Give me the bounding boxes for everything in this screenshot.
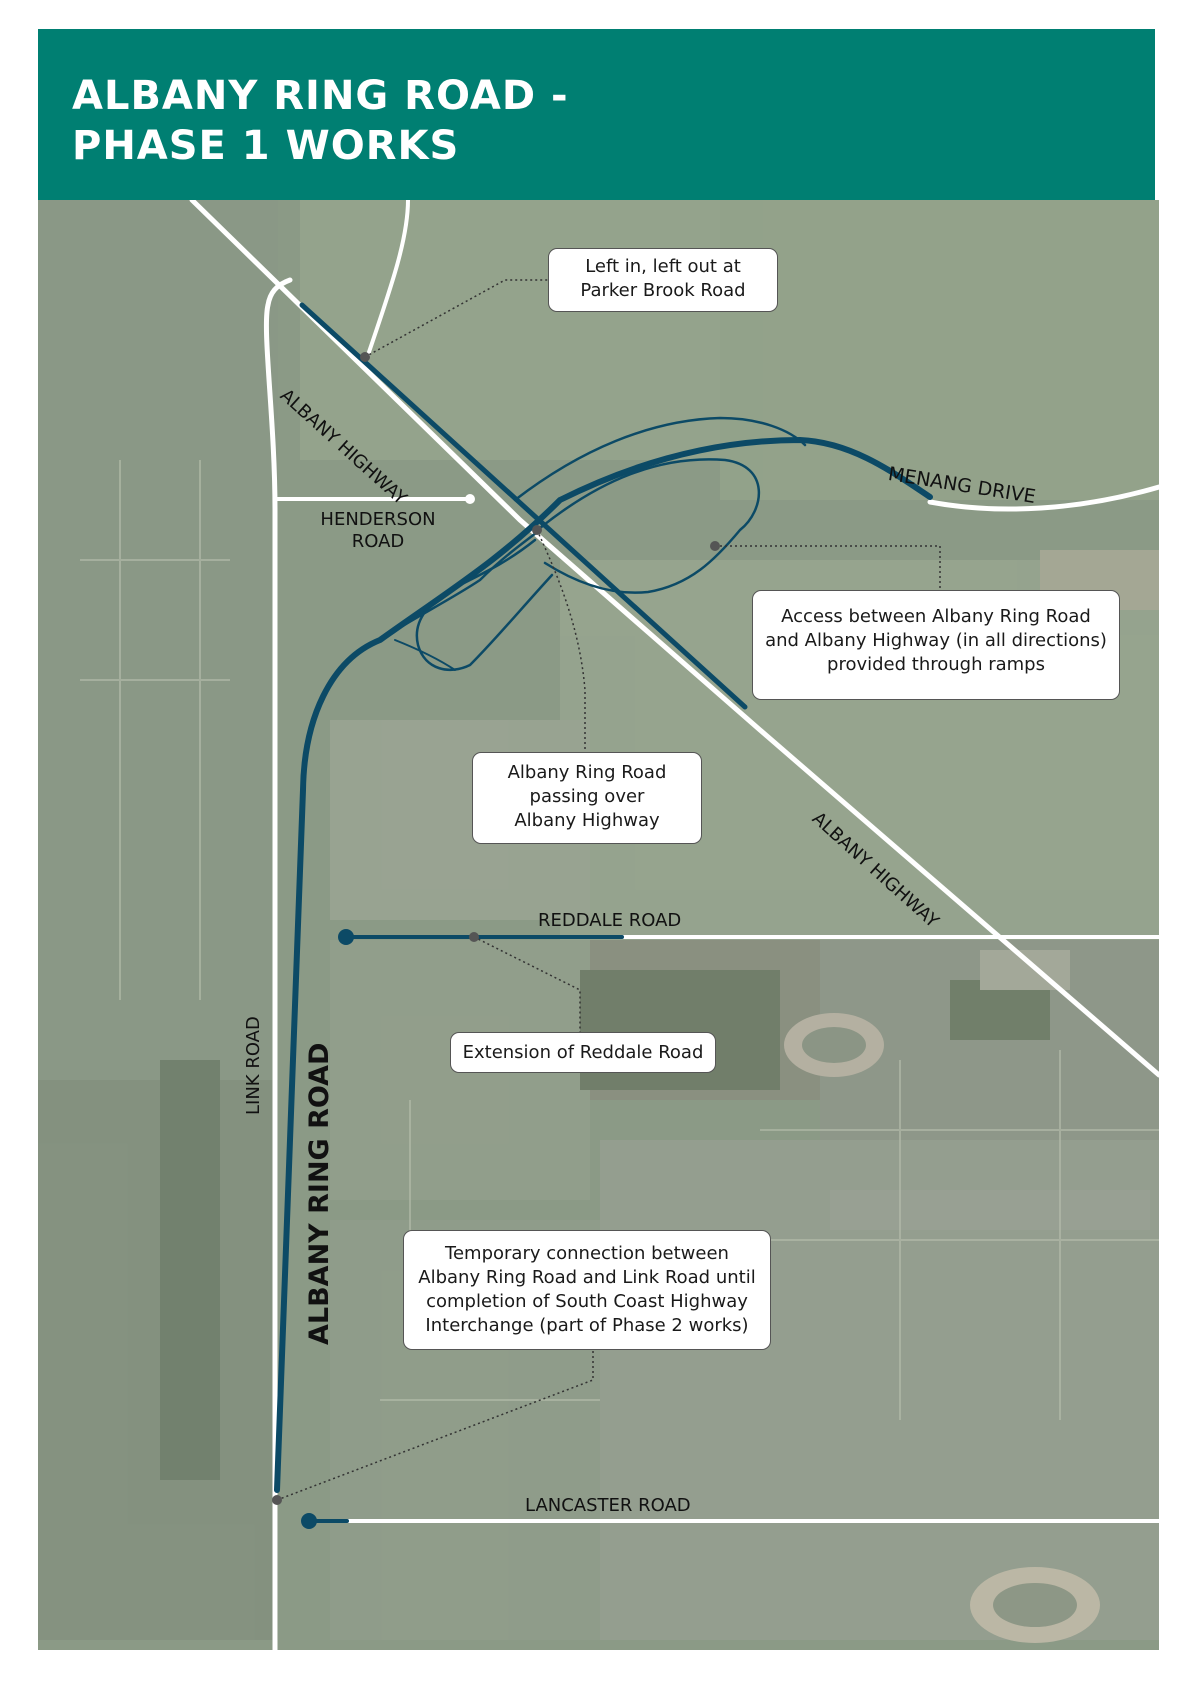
menang-drive-road <box>927 484 1159 512</box>
callout-anchors <box>272 352 720 1505</box>
albany-ring-road-label: ALBANY RING ROAD <box>304 1042 335 1345</box>
callout-parker-brook-line2: Parker Brook Road <box>580 280 746 301</box>
reddale-road-label: REDDALE ROAD <box>538 910 682 931</box>
farm-tracks <box>80 460 1159 1420</box>
link-road <box>263 277 293 1650</box>
callout-overpass-line2: passing over <box>529 786 645 807</box>
callout-leaders <box>276 279 941 1501</box>
title-line-2: PHASE 1 WORKS <box>72 123 460 169</box>
henderson-road-label-line2: ROAD <box>351 531 405 552</box>
ramp-connector-sw <box>394 639 456 671</box>
albany-ring-road-line <box>274 436 933 1493</box>
albany-highway-road <box>189 200 1159 1078</box>
callout-overpass-line1: Albany Ring Road <box>507 762 667 783</box>
ramp-connector-west <box>378 528 542 642</box>
callout-temporary-connection-line2: Albany Ring Road and Link Road until <box>418 1267 756 1288</box>
callout-reddale-extension-line1: Extension of Reddale Road <box>462 1042 704 1063</box>
reddale-road-endpoint <box>338 929 354 945</box>
callout-temporary-connection-line1: Temporary connection between <box>445 1243 729 1264</box>
albany-highway-upgrade <box>299 302 748 710</box>
callout-overpass: Albany Ring Road passing over Albany Hig… <box>472 752 702 844</box>
terrain-patches <box>38 200 1159 1643</box>
callout-parker-brook: Left in, left out at Parker Brook Road <box>548 248 778 312</box>
callout-overpass-line3: Albany Highway <box>514 810 660 831</box>
callout-temporary-connection-line3: completion of South Coast Highway <box>426 1291 748 1312</box>
henderson-road-label-line1: HENDERSON <box>320 509 436 530</box>
lancaster-road-label: LANCASTER ROAD <box>525 1495 691 1516</box>
ramp-loop-east <box>538 458 760 594</box>
ramp-loop-west <box>415 538 554 672</box>
henderson-road-end <box>465 494 475 504</box>
existing-roads <box>189 200 1159 1650</box>
title-line-1: ALBANY RING ROAD - <box>72 73 569 119</box>
page-title: ALBANY RING ROAD - PHASE 1 WORKS <box>72 71 569 171</box>
map-canvas <box>38 200 1159 1650</box>
ramp-connector-north <box>513 416 807 502</box>
callout-temporary-connection-line4: Interchange (part of Phase 2 works) <box>425 1315 749 1336</box>
callout-parker-brook-line1: Left in, left out at <box>585 256 741 277</box>
callout-ramps-line2: and Albany Highway (in all directions) <box>765 630 1107 651</box>
title-banner: ALBANY RING ROAD - PHASE 1 WORKS <box>38 29 1155 200</box>
link-road-label: LINK ROAD <box>243 1016 264 1115</box>
callout-ramps: Access between Albany Ring Road and Alba… <box>752 590 1120 700</box>
callout-reddale-extension: Extension of Reddale Road <box>450 1032 716 1073</box>
callout-ramps-line3: provided through ramps <box>827 654 1045 675</box>
parker-brook-road <box>366 200 410 357</box>
henderson-road-label: HENDERSON ROAD <box>298 509 458 553</box>
callout-temporary-connection: Temporary connection between Albany Ring… <box>403 1230 771 1350</box>
lancaster-road-endpoint <box>301 1513 317 1529</box>
aerial-map <box>38 200 1159 1650</box>
callout-ramps-line1: Access between Albany Ring Road <box>781 606 1091 627</box>
